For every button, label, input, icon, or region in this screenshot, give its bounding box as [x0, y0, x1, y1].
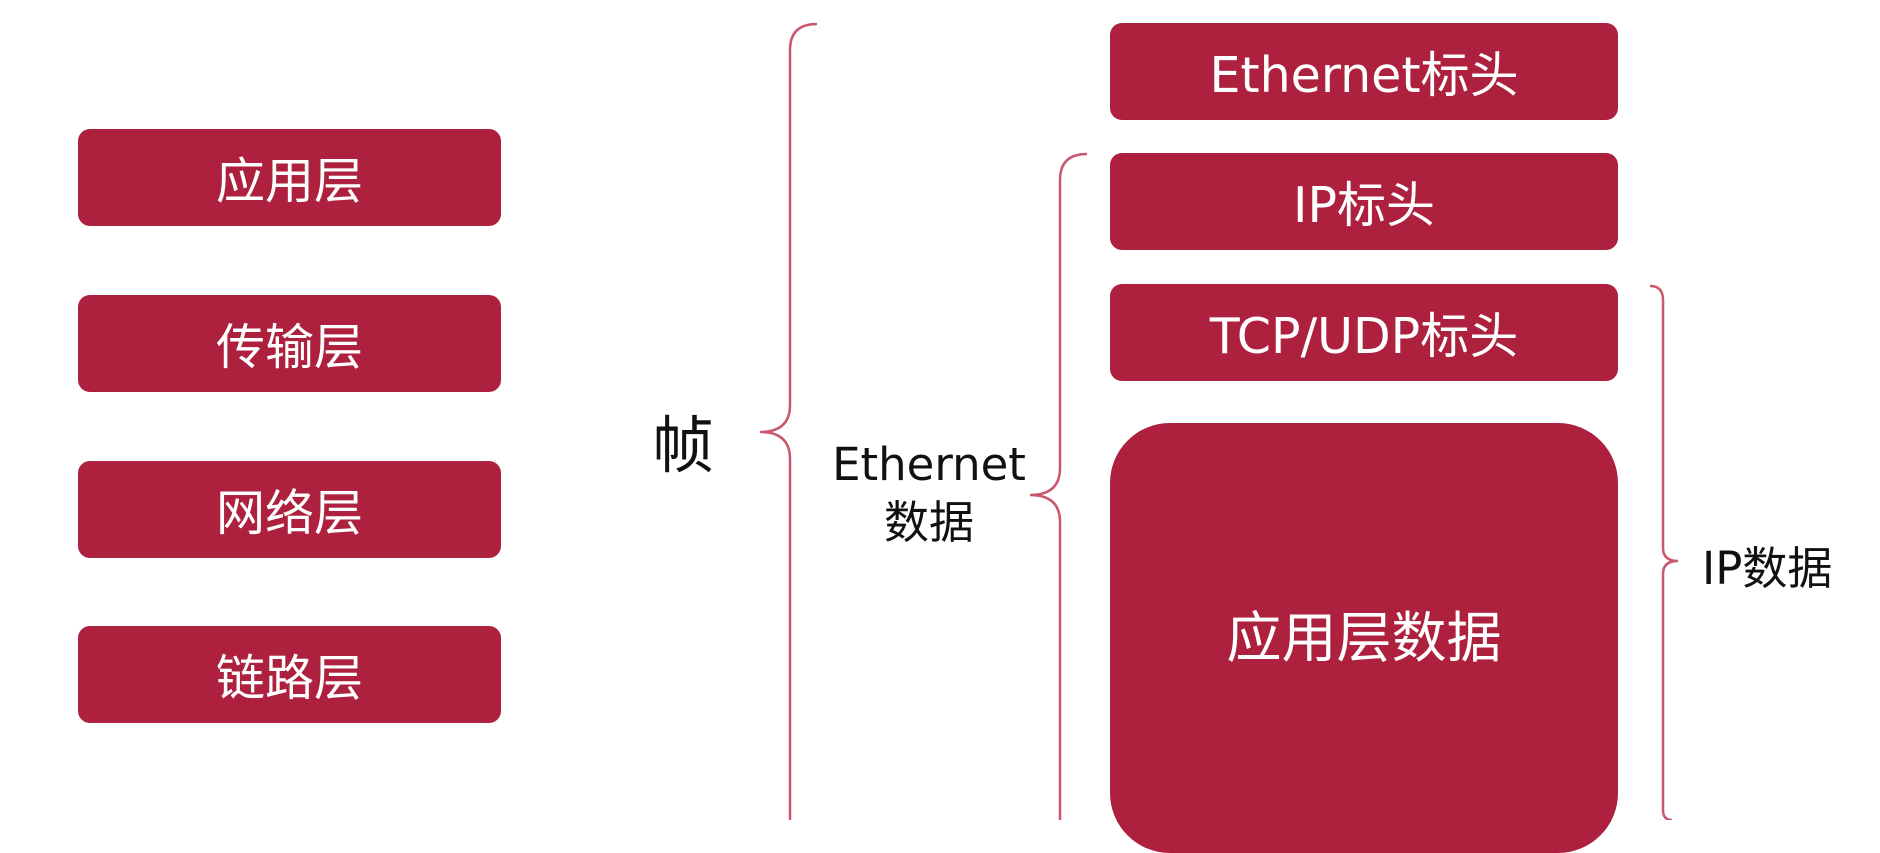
bracket-lines [759, 22, 1679, 820]
ip-data-label: IP数据 [1702, 542, 1833, 595]
layer-network-box: 网络层 [78, 461, 501, 558]
frame-brace [759, 22, 818, 820]
layer-link-box: 链路层 [78, 626, 501, 723]
application-data-box: 应用层数据 [1110, 423, 1618, 853]
frame-label: 帧 [652, 409, 715, 482]
transport-header-box: TCP/UDP标头 [1110, 284, 1618, 381]
ip-data-brace [1649, 284, 1679, 820]
ethernet-data-label: Ethernet 数据 [832, 438, 1026, 549]
ip-header-box: IP标头 [1110, 153, 1618, 250]
network-layers-diagram: 应用层 传输层 网络层 链路层 帧 Ethernet 数据 IP数据 Ether… [78, 22, 1833, 853]
ethernet-header-box: Ethernet标头 [1110, 23, 1618, 120]
layer-transport-box: 传输层 [78, 295, 501, 392]
layer-application-box: 应用层 [78, 129, 501, 226]
ethernet-data-brace [1029, 152, 1088, 820]
